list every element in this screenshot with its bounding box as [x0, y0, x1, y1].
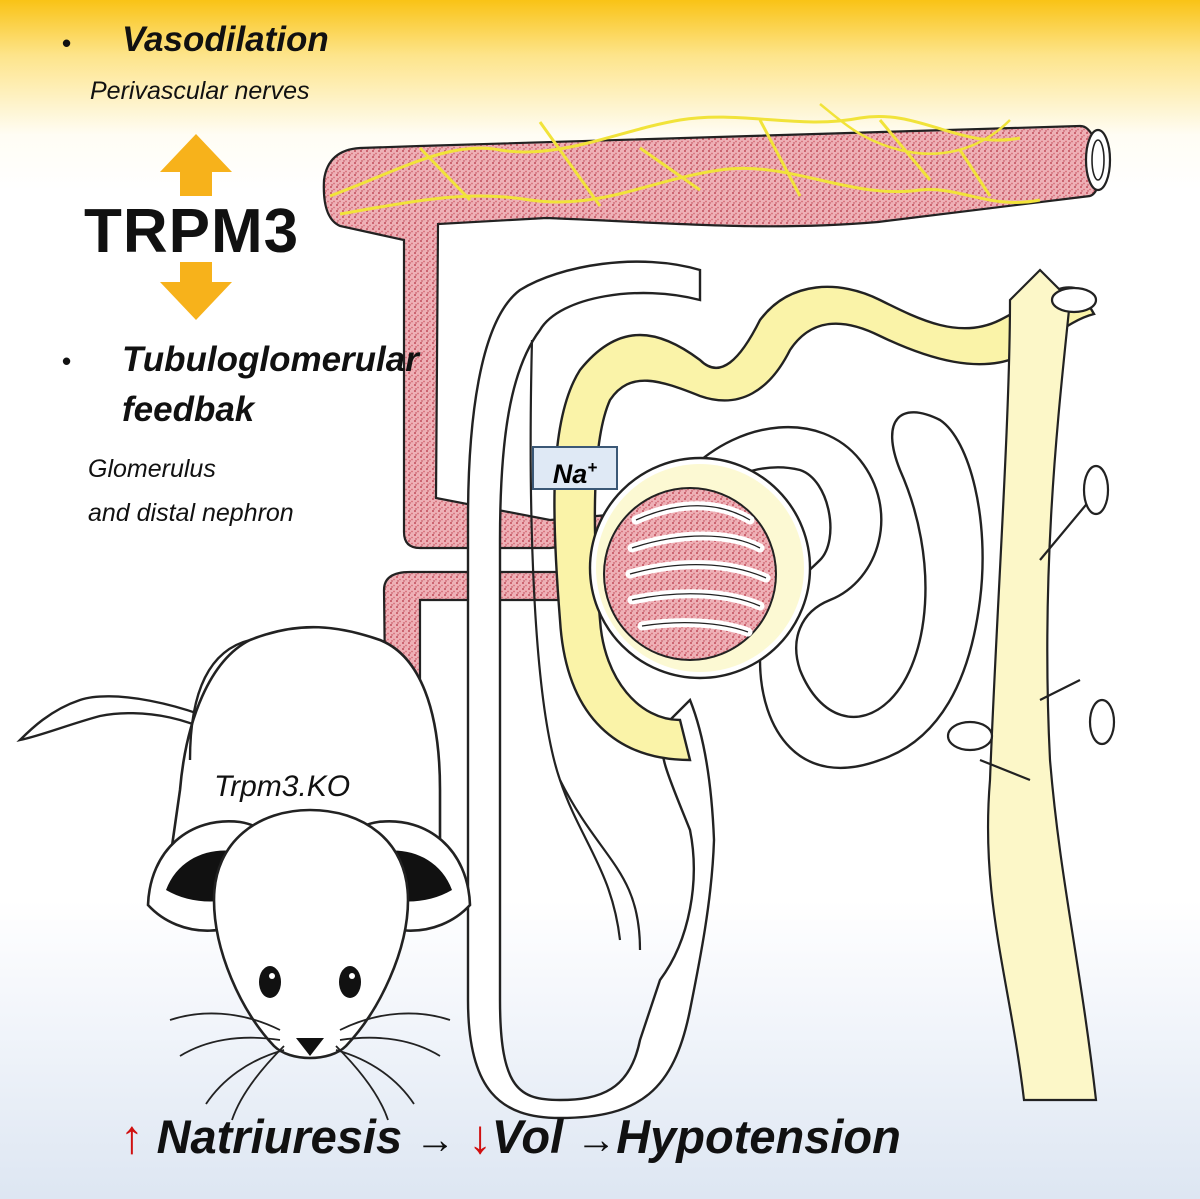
glomerulus	[588, 456, 812, 680]
up-arrow-icon	[160, 134, 232, 196]
down-arrow-icon	[160, 262, 232, 320]
vasodilation-bullet: •	[62, 28, 72, 58]
vasodilation-heading: Vasodilation	[122, 20, 329, 59]
hypotension-text: Hypotension	[616, 1110, 901, 1163]
increase-arrow: ↑	[120, 1110, 144, 1163]
vasodilation-subtext: Perivascular nerves	[90, 77, 310, 105]
natriuresis-text: Natriuresis	[156, 1110, 403, 1163]
sodium-ion-label: Na+	[532, 446, 618, 490]
arrow-2: →	[576, 1118, 617, 1162]
sodium-charge: +	[587, 458, 598, 477]
mouse-label: Trpm3.KO	[214, 770, 351, 803]
feedback-subtext-line1: Glomerulus	[88, 455, 216, 483]
feedback-bullet: •	[62, 346, 72, 376]
feedback-subtext-line2: and distal nephron	[88, 499, 294, 527]
arrow-1: →	[415, 1118, 456, 1162]
sodium-symbol: Na	[552, 459, 588, 489]
mouse-icon	[16, 625, 472, 1121]
trpm3-label: TRPM3	[84, 197, 300, 266]
feedback-heading-line2: feedbak	[122, 390, 255, 429]
volume-text: Vol	[491, 1110, 564, 1163]
outcome-line: ↑ Natriuresis → ↓Vol →Hypotension	[120, 1106, 1120, 1168]
feedback-heading-line1: Tubuloglomerular	[122, 340, 419, 379]
decrease-arrow: ↓	[468, 1110, 492, 1163]
